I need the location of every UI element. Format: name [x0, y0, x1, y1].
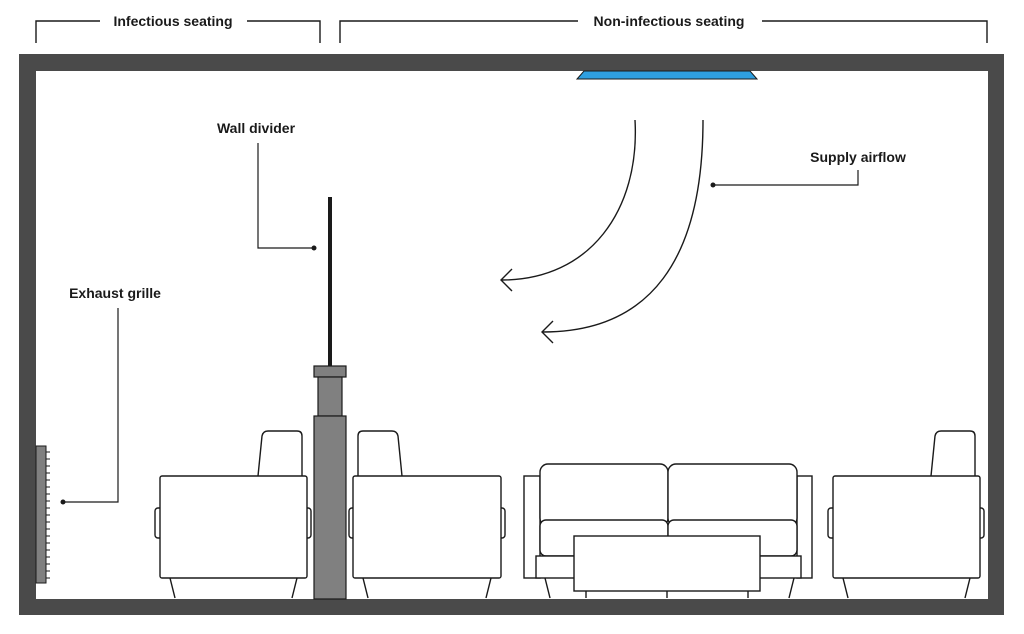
armchair-icon [348, 430, 506, 599]
armchair-icon [154, 430, 312, 599]
wall-divider [313, 197, 347, 600]
supply-airflow-leader-dot [710, 182, 716, 188]
supply-airflow-leader [713, 170, 859, 186]
wall-divider-leader-dot [311, 245, 317, 251]
airflow-arrow-icon [541, 119, 704, 344]
non-infectious-seating-label: Non-infectious seating [594, 13, 745, 29]
wall-divider-leader [257, 143, 314, 249]
exhaust-grille-icon [35, 445, 50, 584]
non-infectious-seating-bracket [339, 20, 988, 43]
armchair-icon [827, 430, 985, 599]
supply-diffuser-icon [575, 70, 759, 80]
exhaust-grille-leader-dot [60, 499, 66, 505]
infectious-seating-label: Infectious seating [113, 13, 232, 29]
infectious-seating-bracket [35, 20, 321, 43]
exhaust-grille-leader [63, 308, 119, 503]
coffee-table-icon [573, 535, 761, 598]
airflow-arrow-icon [500, 119, 637, 292]
supply-airflow-label: Supply airflow [810, 149, 906, 165]
wall-divider-label: Wall divider [217, 120, 296, 136]
exhaust-grille-label: Exhaust grille [69, 285, 161, 301]
